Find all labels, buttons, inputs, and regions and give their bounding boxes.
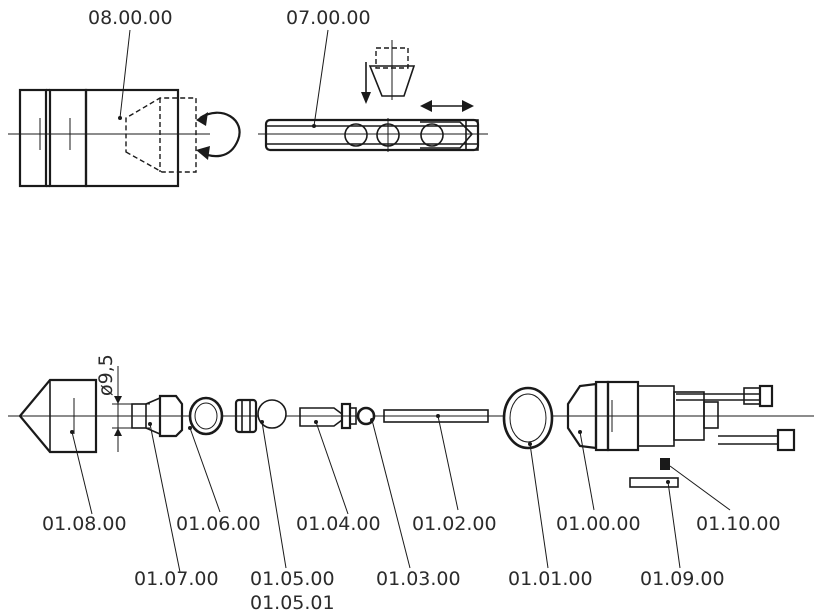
label-01-02-00: 01.02.00 [412,513,497,535]
assembly-08-00-00 [8,88,241,188]
part-01-10-00 [660,458,670,470]
part-01-00-00 [566,380,796,452]
label-01-06-00: 01.06.00 [176,513,261,535]
label-01-05-00: 01.05.00 [250,568,335,590]
part-01-09-00 [629,477,679,488]
label-01-01-00: 01.01.00 [508,568,593,590]
label-dimension: ø9,5 [95,354,117,396]
part-01-05-00 [234,398,287,434]
label-08-00-00: 08.00.00 [88,7,173,29]
assembly-07-00-00 [258,40,488,152]
label-01-03-00: 01.03.00 [376,568,461,590]
label-01-04-00: 01.04.00 [296,513,381,535]
label-07-00-00: 07.00.00 [286,7,371,29]
dimension-d9-5 [112,366,150,452]
part-01-01-00 [502,386,554,450]
label-01-05-01: 01.05.01 [250,592,335,614]
label-01-09-00: 01.09.00 [640,568,725,590]
label-01-08-00: 01.08.00 [42,513,127,535]
part-01-07-00 [131,394,184,438]
label-01-07-00: 01.07.00 [134,568,219,590]
label-01-00-00: 01.00.00 [556,513,641,535]
label-01-10-00: 01.10.00 [696,513,781,535]
